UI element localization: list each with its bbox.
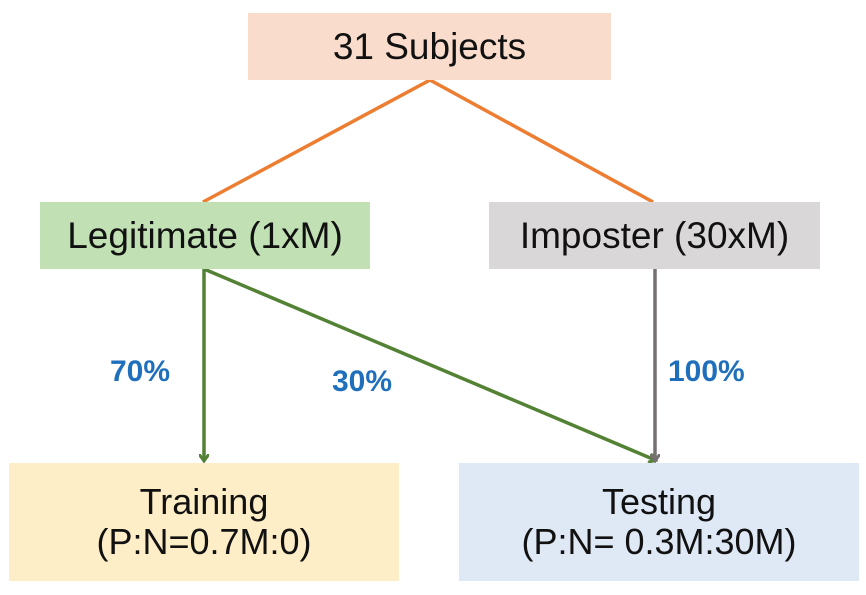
node-legitimate-label: Legitimate (1xM) bbox=[67, 214, 343, 256]
node-root: 31 Subjects bbox=[248, 13, 611, 80]
node-root-label: 31 Subjects bbox=[332, 25, 527, 67]
edge-label-legitimate-to-training: 70% bbox=[110, 355, 171, 388]
node-testing-title: Testing bbox=[601, 480, 717, 522]
edge-root-to-imposter bbox=[429, 78, 654, 204]
node-training-title: Training bbox=[139, 480, 269, 522]
node-imposter: Imposter (30xM) bbox=[489, 202, 820, 269]
node-training-ratio: (P:N=0.7M:0) bbox=[96, 521, 312, 562]
edge-legitimate-to-testing bbox=[203, 267, 655, 460]
node-imposter-label: Imposter (30xM) bbox=[519, 214, 790, 256]
node-testing: Testing (P:N= 0.3M:30M) bbox=[459, 463, 859, 581]
edge-label-legitimate-to-testing: 30% bbox=[332, 365, 393, 398]
node-legitimate: Legitimate (1xM) bbox=[40, 202, 370, 269]
node-testing-ratio: (P:N= 0.3M:30M) bbox=[521, 521, 797, 562]
node-training: Training (P:N=0.7M:0) bbox=[9, 463, 399, 581]
edge-root-to-legitimate bbox=[202, 78, 431, 204]
edge-label-imposter-to-testing: 100% bbox=[668, 355, 745, 388]
